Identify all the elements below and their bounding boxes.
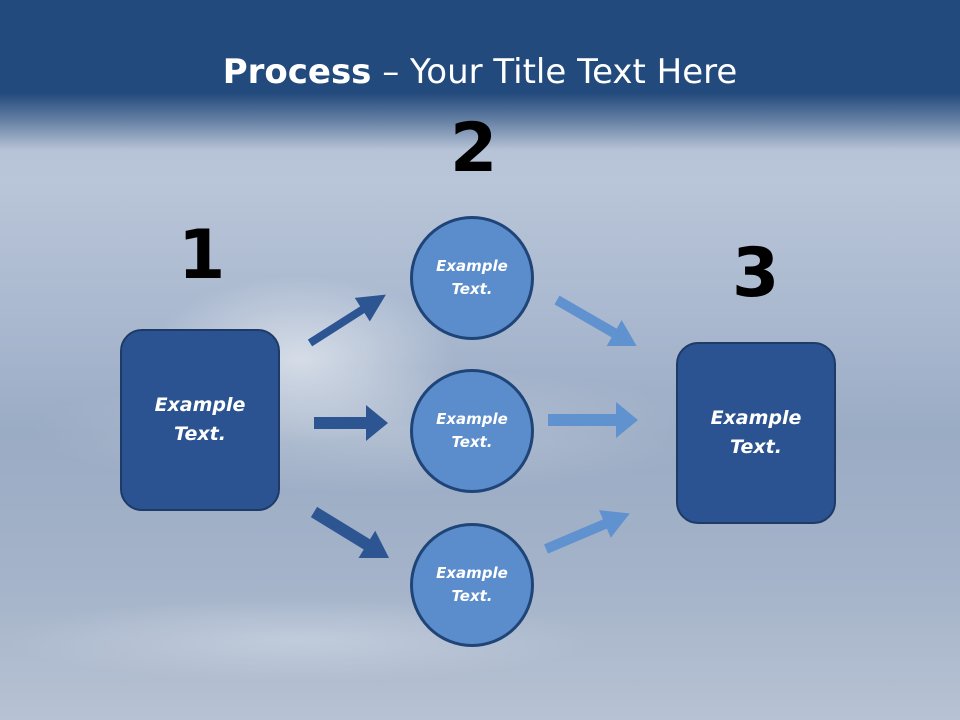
step3-label: Example Text. xyxy=(710,407,802,458)
step1-box: Example Text. xyxy=(120,329,280,511)
step2-circle-bottom: Example Text. xyxy=(410,523,534,647)
step-number-1: 1 xyxy=(178,216,226,295)
step-number-2: 2 xyxy=(450,109,498,188)
step2-circle-bottom-label: Example Text. xyxy=(436,564,508,605)
step2-circle-top: Example Text. xyxy=(410,216,534,340)
arrow-bottom-to-step3 xyxy=(544,510,630,554)
slide-title: Process – Your Title Text Here xyxy=(0,52,960,92)
title-bar xyxy=(0,0,960,150)
arrow-top-to-step3 xyxy=(554,295,637,346)
title-rest: – Your Title Text Here xyxy=(371,52,738,92)
arrow-step1-to-bottom xyxy=(310,506,390,559)
step-number-3: 3 xyxy=(732,234,780,313)
arrows-to-step3 xyxy=(544,295,638,554)
title-bold: Process xyxy=(222,52,372,92)
arrow-middle-to-step3 xyxy=(548,402,638,438)
step3-box: Example Text. xyxy=(676,342,836,524)
step1-label: Example Text. xyxy=(154,394,246,445)
arrows-from-step1 xyxy=(307,294,390,559)
step2-circle-middle-label: Example Text. xyxy=(436,410,508,451)
arrow-step1-to-top xyxy=(307,294,386,347)
step2-circle-top-label: Example Text. xyxy=(436,257,508,298)
step2-circle-middle: Example Text. xyxy=(410,369,534,493)
arrow-step1-to-middle xyxy=(314,405,388,441)
